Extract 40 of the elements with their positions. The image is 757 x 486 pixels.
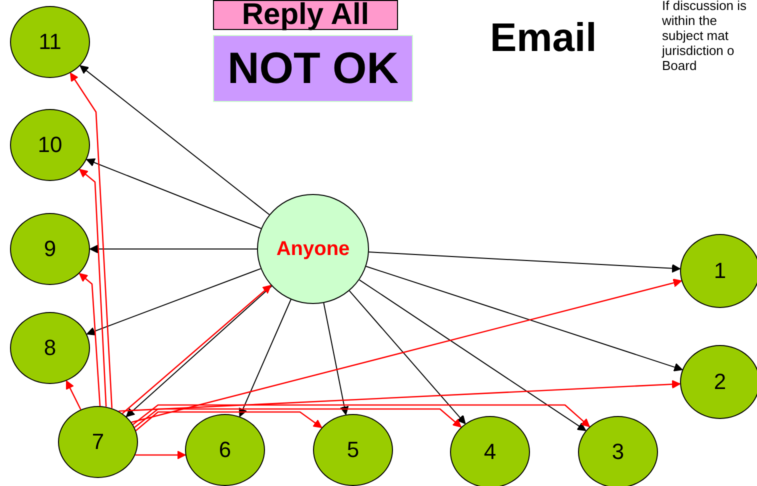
- arrow: [135, 450, 186, 460]
- node-label: 8: [44, 337, 56, 359]
- arrow: [118, 380, 680, 412]
- arrow: [80, 65, 270, 216]
- arrow: [90, 244, 258, 254]
- title: Email: [490, 18, 597, 58]
- arrow: [79, 168, 107, 407]
- node-label: 5: [346, 439, 360, 461]
- node-label: 6: [218, 439, 232, 461]
- arrow: [348, 290, 466, 424]
- node-label: 4: [484, 441, 496, 463]
- node-label: 2: [714, 371, 726, 393]
- arrow: [323, 302, 349, 416]
- arrow: [132, 404, 590, 428]
- note-text: If discussion is within the subject mat jurisdiction o Board: [662, 0, 748, 73]
- number-circle: [578, 416, 658, 486]
- node-label: 3: [612, 441, 624, 463]
- arrow: [78, 273, 101, 406]
- arrow: [70, 72, 113, 408]
- node-label: 7: [92, 431, 104, 453]
- verdict-box: [213, 35, 413, 102]
- arrow: [238, 299, 292, 417]
- arrow: [135, 411, 322, 432]
- arrow: [131, 278, 682, 423]
- arrow: [358, 279, 586, 432]
- node-label: Anyone: [276, 239, 350, 259]
- arrow: [134, 408, 462, 428]
- arrow: [86, 158, 262, 229]
- arrow: [366, 266, 683, 372]
- box-label: NOT OK: [227, 46, 399, 90]
- arrow: [66, 380, 82, 410]
- node-label: 10: [38, 134, 62, 156]
- number-circle: [450, 416, 530, 486]
- reply-all-box: [213, 0, 398, 30]
- box-label: Reply All: [242, 0, 370, 30]
- node-label: 9: [44, 238, 56, 260]
- arrow: [86, 268, 262, 336]
- node-label: 11: [38, 31, 62, 53]
- arrow: [368, 252, 681, 273]
- node-label: 1: [714, 260, 726, 282]
